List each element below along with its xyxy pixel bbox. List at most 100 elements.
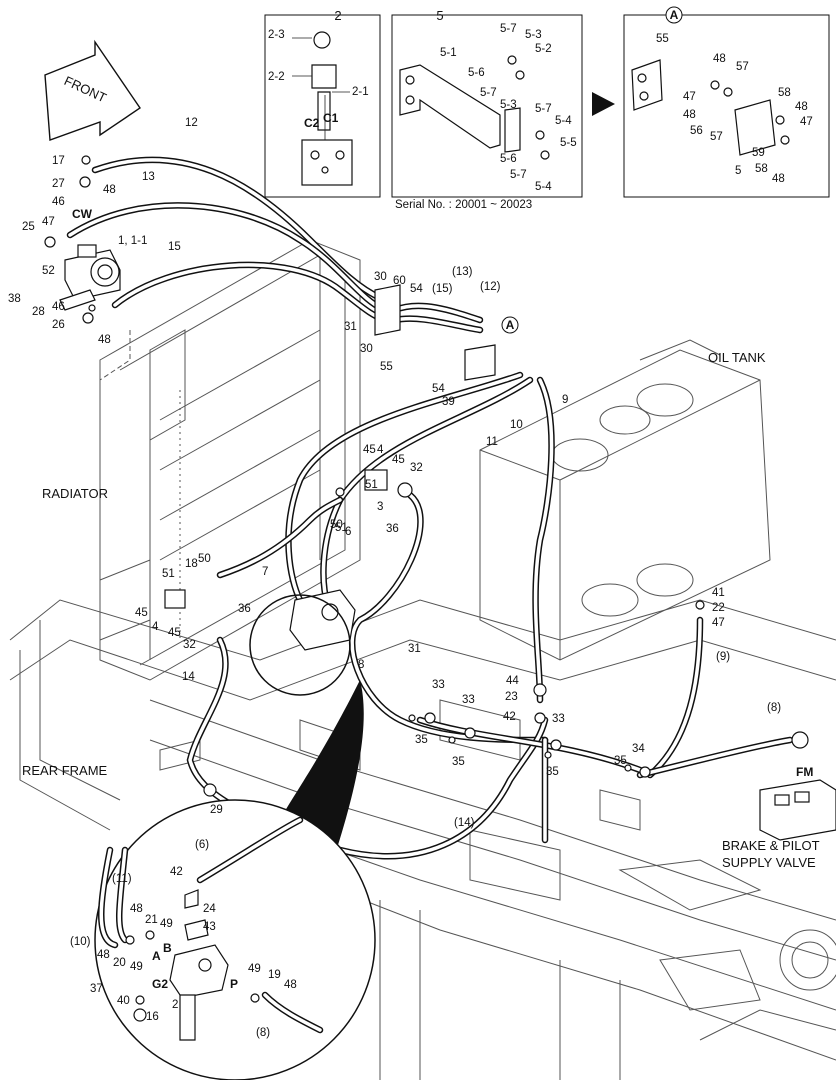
inset-2: 2 2-3 2-2 2-1 C2 C1 bbox=[264, 8, 381, 198]
circle-detail: (6) 42 24 43 (11) 48 21 49 B A 20 49 (10… bbox=[70, 680, 376, 1080]
insetA-part-0: 55 bbox=[656, 33, 669, 45]
detail-part-17: 40 bbox=[117, 995, 130, 1007]
callout-label: 32 bbox=[410, 462, 423, 474]
callout-label: 35 bbox=[546, 766, 559, 778]
callout-label: 25 bbox=[22, 221, 35, 233]
callout-label: 22 bbox=[712, 602, 725, 614]
inset5-part-12: 5-4 bbox=[535, 181, 552, 193]
radiator-label: RADIATOR bbox=[42, 486, 108, 501]
detail-part-4: (11) bbox=[112, 873, 132, 885]
callout-label: 51 bbox=[162, 568, 175, 580]
detail-part-15: 2 bbox=[172, 999, 178, 1011]
callout-label: 28 bbox=[32, 306, 45, 318]
inset5-part-8: 5-4 bbox=[555, 115, 572, 127]
insetA-part-5: 56 bbox=[690, 125, 703, 137]
callout-label: 27 bbox=[52, 178, 65, 190]
cw-label: CW bbox=[72, 207, 93, 221]
callout-label: 36 bbox=[238, 603, 251, 615]
callout-label: 32 bbox=[183, 639, 196, 651]
motor-assembly bbox=[59, 244, 121, 311]
callout-label: 29 bbox=[210, 804, 223, 816]
detail-part-12: (10) bbox=[70, 936, 91, 948]
callout-label: 4 bbox=[377, 444, 384, 456]
callout-label: 44 bbox=[506, 675, 519, 687]
inset2-part-0: 2-3 bbox=[268, 29, 285, 41]
callout-label: 12 bbox=[185, 117, 198, 129]
callout-label: 51 bbox=[335, 522, 348, 534]
detail-part-1: 42 bbox=[170, 866, 183, 878]
callout-label: 17 bbox=[52, 155, 65, 167]
marker-a: A bbox=[506, 318, 515, 332]
callout-label: 46 bbox=[52, 301, 65, 313]
inset5-part-10: 5-6 bbox=[500, 153, 517, 165]
detail-part-11: 49 bbox=[130, 961, 143, 973]
oil-tank-label: OIL TANK bbox=[708, 350, 766, 365]
callout-label: 23 bbox=[505, 691, 518, 703]
callout-label: 35 bbox=[415, 734, 428, 746]
callout-label: 8 bbox=[358, 659, 364, 671]
callout-label: 9 bbox=[562, 394, 568, 406]
insetA-part-7: 58 bbox=[778, 87, 791, 99]
callout-label: 35 bbox=[452, 756, 465, 768]
brake-valve-label-2: SUPPLY VALVE bbox=[722, 855, 816, 870]
callout-label: 15 bbox=[168, 241, 181, 253]
callout-label: 35 bbox=[614, 755, 627, 767]
callout-label: 13 bbox=[142, 171, 155, 183]
front-arrow: FRONT bbox=[44, 39, 141, 141]
callout-label: 30 bbox=[360, 343, 373, 355]
insetA-part-4: 48 bbox=[683, 109, 696, 121]
detail-part-2: 24 bbox=[203, 903, 216, 915]
detail-part-6: 21 bbox=[145, 914, 158, 926]
insetA-part-2: 57 bbox=[736, 61, 749, 73]
callout-label: (9) bbox=[716, 651, 730, 663]
callout-label: 33 bbox=[462, 694, 475, 706]
detail-part-7: 49 bbox=[160, 918, 173, 930]
valve-block-2 bbox=[249, 589, 356, 696]
callout-label: 50 bbox=[330, 519, 343, 531]
callout-label: 30 bbox=[374, 271, 387, 283]
inset-a-label: A bbox=[670, 8, 679, 22]
callout-label: 36 bbox=[386, 523, 399, 535]
detail-part-20: 49 bbox=[248, 963, 261, 975]
callout-label: (14) bbox=[454, 817, 475, 829]
insetA-part-11: 5 bbox=[735, 165, 741, 177]
hoses bbox=[66, 156, 794, 860]
detail-part-16: 37 bbox=[90, 983, 103, 995]
inset2-part-4: C1 bbox=[323, 111, 339, 125]
detail-part-19: P bbox=[230, 977, 238, 991]
callout-label: 14 bbox=[182, 671, 195, 683]
callout-label: 48 bbox=[98, 334, 111, 346]
callout-label: 31 bbox=[408, 643, 421, 655]
inset-5: 5 5-7 5-3 5-2 5-1 5-6 5-7 5-3 5-7 5-4 5-… bbox=[391, 8, 583, 198]
callout-label: 6 bbox=[345, 526, 351, 538]
oil-tank-structure bbox=[479, 339, 771, 661]
detail-part-8: B bbox=[163, 941, 172, 955]
inset-a: A 55 48 57 47 48 56 57 58 48 47 59 5 58 … bbox=[623, 6, 830, 198]
inset5-part-1: 5-3 bbox=[525, 29, 542, 41]
brake-valve-label-1: BRAKE & PILOT bbox=[722, 838, 820, 853]
callout-label: 45 bbox=[363, 444, 376, 456]
detail-part-0: (6) bbox=[195, 839, 209, 851]
fm-label: FM bbox=[796, 765, 813, 779]
inset-2-label: 2 bbox=[334, 8, 341, 23]
callout-label: 7 bbox=[262, 566, 268, 578]
inset5-part-11: 5-7 bbox=[510, 169, 527, 181]
inset5-part-7: 5-7 bbox=[535, 103, 552, 115]
detail-part-23: (8) bbox=[256, 1027, 270, 1039]
callout-label: 3 bbox=[377, 501, 383, 513]
callout-label: 31 bbox=[344, 321, 357, 333]
callout-label: 4 bbox=[152, 621, 159, 633]
fm-valve bbox=[759, 731, 836, 841]
insetA-part-9: 47 bbox=[800, 116, 813, 128]
callout-label: 51 bbox=[365, 479, 378, 491]
detail-part-5: 48 bbox=[130, 903, 143, 915]
inset5-part-9: 5-5 bbox=[560, 137, 577, 149]
serial-number: Serial No. : 20001 ~ 20023 bbox=[395, 199, 532, 211]
callout-label: 47 bbox=[42, 216, 55, 228]
insetA-part-8: 48 bbox=[795, 101, 808, 113]
callout-label: 39 bbox=[442, 396, 455, 408]
detail-part-10: 20 bbox=[113, 957, 126, 969]
insetA-part-1: 48 bbox=[713, 53, 726, 65]
detail-part-14: G2 bbox=[152, 977, 168, 991]
